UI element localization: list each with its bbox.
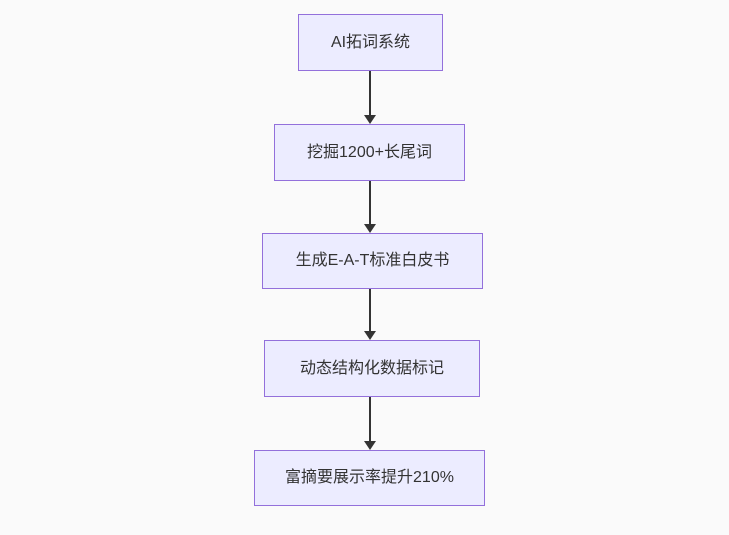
- node-label: AI拓词系统: [330, 33, 411, 51]
- flowchart-node-structured-data-markup: 动态结构化数据标记: [264, 340, 480, 397]
- arrowhead-down-icon: [363, 331, 376, 340]
- node-label: 动态结构化数据标记: [299, 359, 444, 377]
- flowchart-node-ai-expansion-system: AI拓词系统: [298, 14, 443, 71]
- node-label: 挖掘1200+长尾词: [307, 143, 432, 161]
- arrow-line: [368, 289, 371, 331]
- flow-arrow: [363, 289, 376, 340]
- arrow-line: [368, 181, 371, 224]
- flow-arrow: [363, 71, 376, 124]
- node-label: 生成E-A-T标准白皮书: [295, 252, 450, 270]
- flowchart-node-eat-whitepaper: 生成E-A-T标准白皮书: [262, 233, 483, 289]
- node-label: 富摘要展示率提升210%: [285, 469, 454, 487]
- arrowhead-down-icon: [363, 441, 376, 450]
- flowchart-node-longtail-keyword-mining: 挖掘1200+长尾词: [274, 124, 465, 181]
- arrow-line: [368, 71, 371, 115]
- arrowhead-down-icon: [363, 224, 376, 233]
- arrowhead-down-icon: [363, 115, 376, 124]
- flow-arrow: [363, 181, 376, 233]
- flow-arrow: [363, 397, 376, 450]
- flowchart-node-rich-snippet-result: 富摘要展示率提升210%: [254, 450, 485, 506]
- arrow-line: [368, 397, 371, 441]
